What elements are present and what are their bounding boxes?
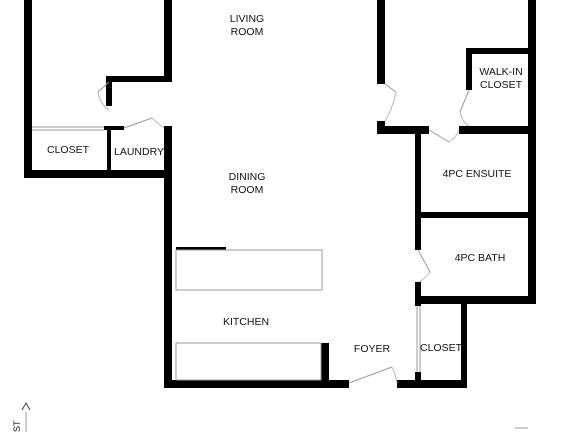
wall [107,126,111,176]
wall [459,126,536,134]
compass-arrow-head [21,401,31,411]
dining-room-label: ROOM [231,184,264,196]
wall [415,296,536,304]
wall [528,0,536,304]
door [384,83,397,93]
wall [377,126,429,134]
door-swing [459,111,470,127]
compass: ST [12,401,31,432]
bath-label: 4PC BATH [455,252,506,264]
door-swing [97,91,110,111]
wall [24,170,172,178]
wall [415,126,421,250]
living-room-label: ROOM [231,26,264,38]
wall [377,0,385,84]
dining-room-label: DINING [229,171,266,183]
kitchen-counter [175,342,322,381]
wall [106,76,112,106]
wall [104,126,124,130]
wall [164,0,172,80]
wall [397,380,467,388]
ensuite-label: 4PC ENSUITE [443,168,512,180]
door [417,249,431,273]
entry-door [348,366,393,384]
wall [24,0,32,178]
wall [466,48,536,54]
door-swing [448,129,460,143]
wall [466,48,472,90]
kitchen-island [175,249,323,291]
wall [415,372,421,388]
kitchen-label: KITCHEN [223,316,269,328]
door [97,81,110,93]
walls [24,0,536,388]
door [123,117,153,129]
wall [415,282,421,300]
wall [24,126,32,130]
closet-label-left: CLOSET [47,144,90,156]
door-swing [151,117,165,129]
compass-label: ST [12,420,22,432]
room-labels: LIVING ROOM DINING ROOM CLOSET LAUNDRY W… [47,13,523,355]
walk-in-closet-label: WALK-IN [479,66,522,78]
door [459,89,470,113]
foyer-label: FOYER [354,343,391,355]
doors [97,81,470,384]
wall [164,380,349,388]
fixtures [32,126,421,381]
wall [461,296,467,388]
closet-label-right: CLOSET [420,342,463,354]
door [428,129,450,143]
walk-in-closet-label: CLOSET [480,79,523,91]
wall [415,296,421,306]
living-room-label: LIVING [230,13,264,25]
wall [415,212,536,218]
wall [164,126,172,388]
door-swing [391,366,398,384]
door-swing [417,271,431,283]
wall [321,343,329,383]
laundry-label: LAUNDRY [114,146,164,158]
door-swing [384,91,397,122]
wall [106,76,172,82]
